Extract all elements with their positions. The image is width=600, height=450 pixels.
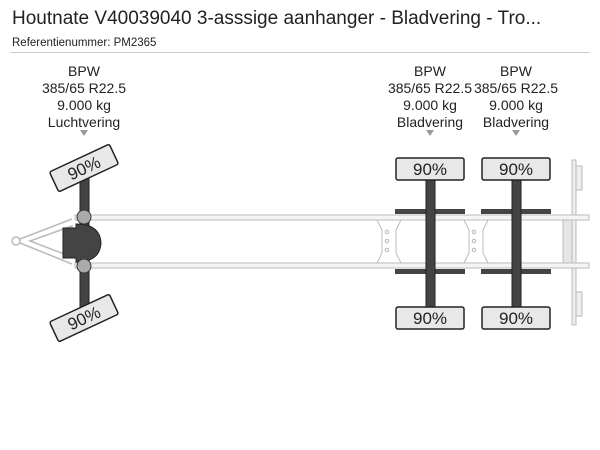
- divider: [10, 52, 590, 53]
- axle-suspension: Bladvering: [482, 114, 550, 130]
- chassis-frame: [74, 214, 590, 269]
- tire-tread: 90%: [413, 160, 447, 179]
- axle-suspension: Bladvering: [396, 114, 464, 130]
- tire-tread: 90%: [413, 309, 447, 328]
- tire-axle-3-right: 90%: [481, 306, 551, 330]
- axle-2-marker-icon: [426, 130, 434, 136]
- axle-1-info: BPW 385/65 R22.5 9.000 kg Luchtvering: [29, 63, 139, 131]
- tire-axle-2-right: 90%: [395, 306, 465, 330]
- rear-axle-2: [395, 179, 465, 309]
- tire-axle-3-left: 90%: [481, 157, 551, 181]
- axle-1-marker-icon: [80, 130, 88, 136]
- axle-load: 9.000 kg: [57, 97, 111, 113]
- page-title: Houtnate V40039040 3-asssige aanhanger -…: [12, 8, 542, 29]
- axle-2-info: BPW 385/65 R22.5 9.000 kg Bladvering: [375, 63, 485, 131]
- axle-load: 9.000 kg: [403, 97, 457, 113]
- reference-number: Referentienummer: PM2365: [12, 37, 157, 49]
- axle-brand: BPW: [414, 63, 446, 79]
- axle-brand: BPW: [68, 63, 100, 79]
- axle-tire-size: 385/65 R22.5: [41, 80, 127, 96]
- axle-brand: BPW: [500, 63, 532, 79]
- tire-axle-2-left: 90%: [395, 157, 465, 181]
- axle-tire-size: 385/65 R22.5: [473, 80, 559, 96]
- axle-tire-size: 385/65 R22.5: [387, 80, 473, 96]
- rear-axle-3: [481, 179, 551, 309]
- tire-tread: 90%: [499, 309, 533, 328]
- axle-3-info: BPW 385/65 R22.5 9.000 kg Bladvering: [461, 63, 571, 131]
- tire-tread: 90%: [499, 160, 533, 179]
- axle-3-marker-icon: [512, 130, 520, 136]
- front-axle: [62, 169, 102, 316]
- axle-suspension: Luchtvering: [47, 114, 121, 130]
- axle-load: 9.000 kg: [489, 97, 543, 113]
- rear-bumper: [562, 159, 583, 326]
